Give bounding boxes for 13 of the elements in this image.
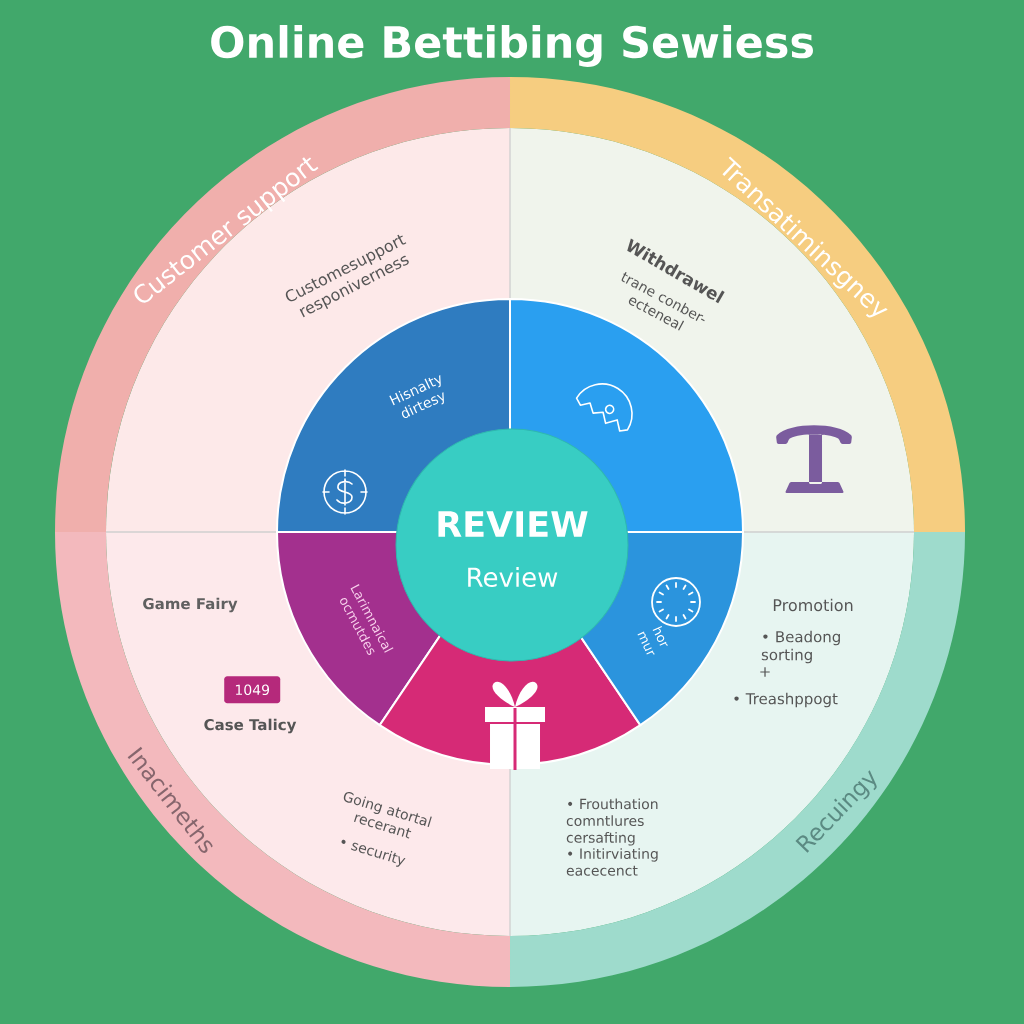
center-title: REVIEW xyxy=(438,511,588,537)
bullet-item: • Initirviating eacecenct xyxy=(566,848,658,876)
item-heading: Case Talicy xyxy=(204,718,297,734)
title: Online Bettibing Sewiess xyxy=(211,25,813,67)
bullet-item: • Treashppogt xyxy=(734,692,838,708)
number-badge: 1049 xyxy=(224,676,281,704)
bullet-item: • Beadong sorting xyxy=(761,630,840,664)
item-heading: Game Fairy xyxy=(143,597,238,613)
item-heading: Promotion xyxy=(773,598,853,612)
segment-label: hor mur xyxy=(637,625,668,655)
bullet-item: • Frouthation comntlures cersafting xyxy=(566,798,658,846)
plus-sign: + xyxy=(760,667,770,677)
center-subtitle: Review xyxy=(468,566,558,588)
